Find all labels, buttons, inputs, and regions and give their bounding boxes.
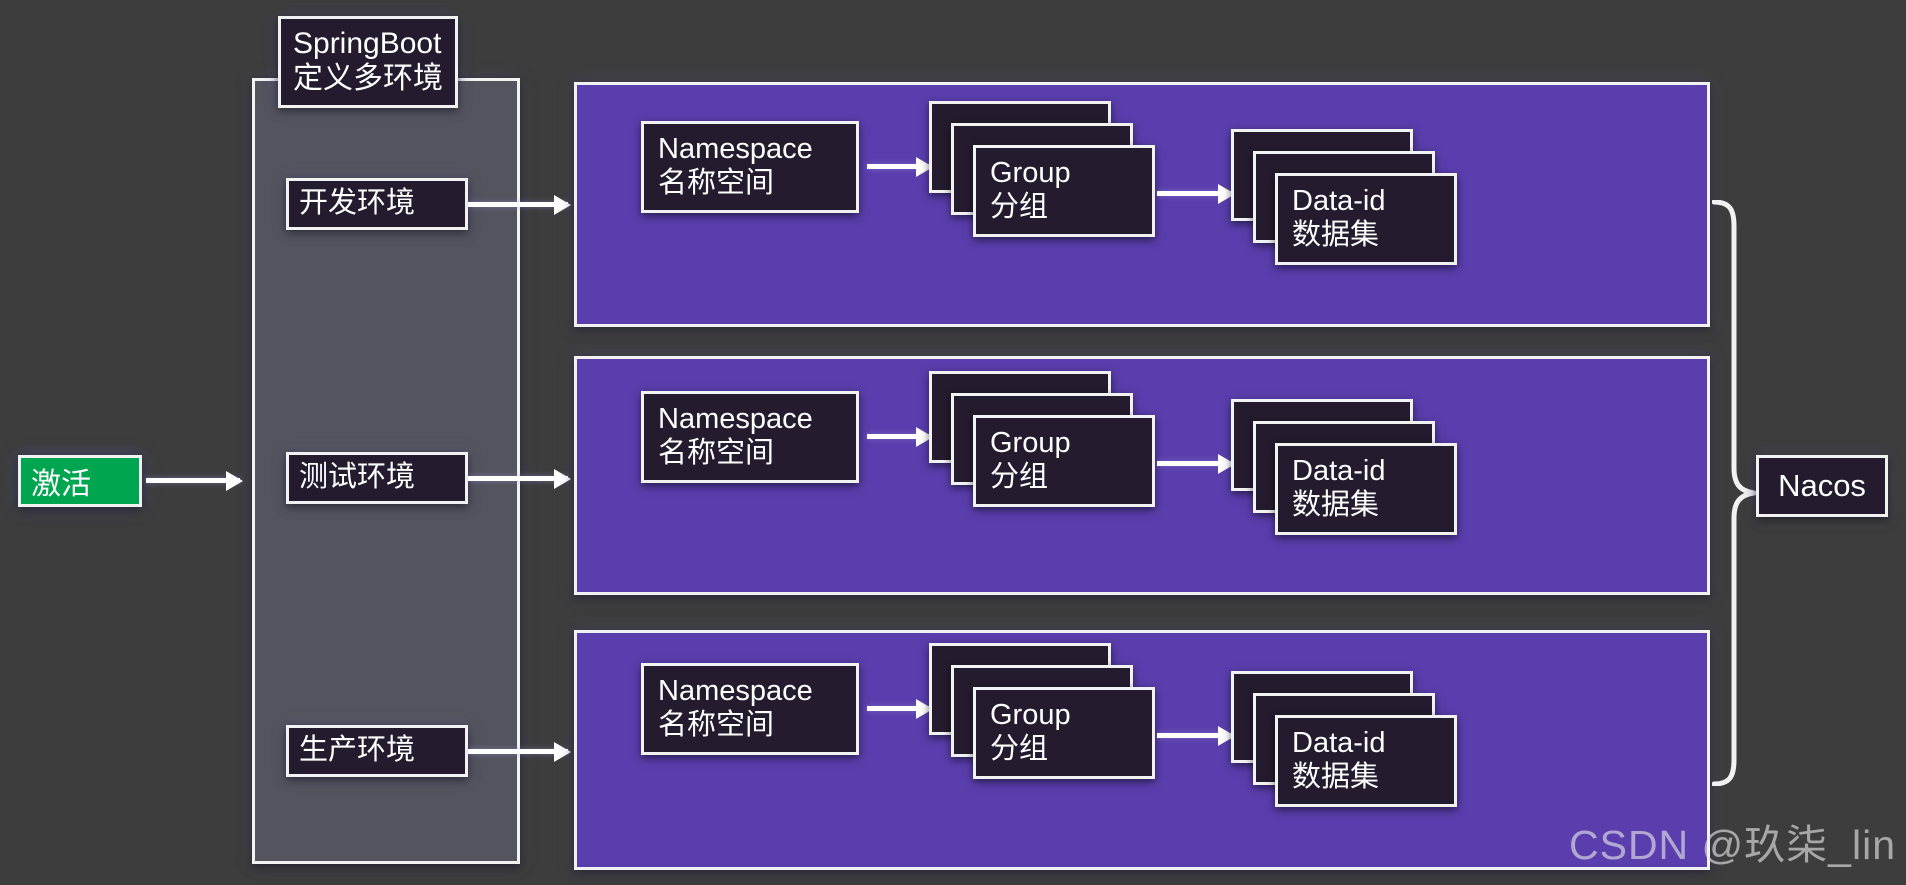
group-label-cn: 分组 <box>990 191 1049 223</box>
dataid-label-cn: 数据集 <box>1292 219 1380 251</box>
nacos-node[interactable]: Nacos <box>1756 455 1888 517</box>
dataid-label-cn: 数据集 <box>1292 761 1380 793</box>
namespace-label-cn: 名称空间 <box>658 437 775 469</box>
namespace-label-cn: 名称空间 <box>658 167 775 199</box>
arrow-namespace-to-group-dev <box>867 164 930 169</box>
dataid-label-en: Data-id <box>1292 727 1386 760</box>
nacos-bracket <box>1711 199 1772 791</box>
watermark: CSDN @玖柒_lin <box>1568 822 1896 868</box>
dataid-label-en: Data-id <box>1292 455 1386 488</box>
env-label-dev: 开发环境 <box>299 187 416 220</box>
dataid-card-front[interactable]: Data-id 数据集 <box>1275 173 1457 265</box>
group-label-cn: 分组 <box>990 461 1049 493</box>
group-label-en: Group <box>990 427 1071 460</box>
dataid-label-en: Data-id <box>1292 185 1386 218</box>
springboot-title-cn: 定义多环境 <box>293 62 443 95</box>
arrow-activate-to-springboot <box>146 478 240 483</box>
namespace-label-en: Namespace <box>658 403 813 436</box>
activate-label: 激活 <box>31 468 91 501</box>
env-panel-prod: Namespace 名称空间 Group 分组 Data-id 数据集 <box>574 630 1710 870</box>
arrow-test-to-panel <box>468 476 568 481</box>
namespace-node-test[interactable]: Namespace 名称空间 <box>641 391 859 483</box>
env-panel-test: Namespace 名称空间 Group 分组 Data-id 数据集 <box>574 356 1710 595</box>
dataid-label-cn: 数据集 <box>1292 489 1380 521</box>
env-label-prod: 生产环境 <box>299 734 416 767</box>
env-panel-dev: Namespace 名称空间 Group 分组 Data-id 数据集 <box>574 82 1710 327</box>
namespace-label-cn: 名称空间 <box>658 709 775 741</box>
nacos-label: Nacos <box>1778 468 1866 504</box>
namespace-node-dev[interactable]: Namespace 名称空间 <box>641 121 859 213</box>
dataid-card-front[interactable]: Data-id 数据集 <box>1275 443 1457 535</box>
arrow-dev-to-panel <box>468 202 568 207</box>
env-node-prod[interactable]: 生产环境 <box>286 725 468 777</box>
namespace-label-en: Namespace <box>658 675 813 708</box>
springboot-title-node: SpringBoot 定义多环境 <box>278 16 458 108</box>
dataid-card-front[interactable]: Data-id 数据集 <box>1275 715 1457 807</box>
group-card-front[interactable]: Group 分组 <box>973 415 1155 507</box>
namespace-node-prod[interactable]: Namespace 名称空间 <box>641 663 859 755</box>
arrow-group-to-dataid-prod <box>1157 733 1232 738</box>
group-card-front[interactable]: Group 分组 <box>973 687 1155 779</box>
arrow-namespace-to-group-test <box>867 434 930 439</box>
group-label-en: Group <box>990 699 1071 732</box>
env-node-dev[interactable]: 开发环境 <box>286 178 468 230</box>
arrow-group-to-dataid-dev <box>1157 191 1232 196</box>
springboot-title-en: SpringBoot <box>293 27 442 61</box>
arrow-namespace-to-group-prod <box>867 706 930 711</box>
group-card-front[interactable]: Group 分组 <box>973 145 1155 237</box>
namespace-label-en: Namespace <box>658 133 813 166</box>
env-label-test: 测试环境 <box>299 461 416 494</box>
arrow-group-to-dataid-test <box>1157 461 1232 466</box>
activate-node[interactable]: 激活 <box>18 455 142 507</box>
group-label-cn: 分组 <box>990 733 1049 765</box>
group-label-en: Group <box>990 157 1071 190</box>
env-node-test[interactable]: 测试环境 <box>286 452 468 504</box>
arrow-prod-to-panel <box>468 749 568 754</box>
